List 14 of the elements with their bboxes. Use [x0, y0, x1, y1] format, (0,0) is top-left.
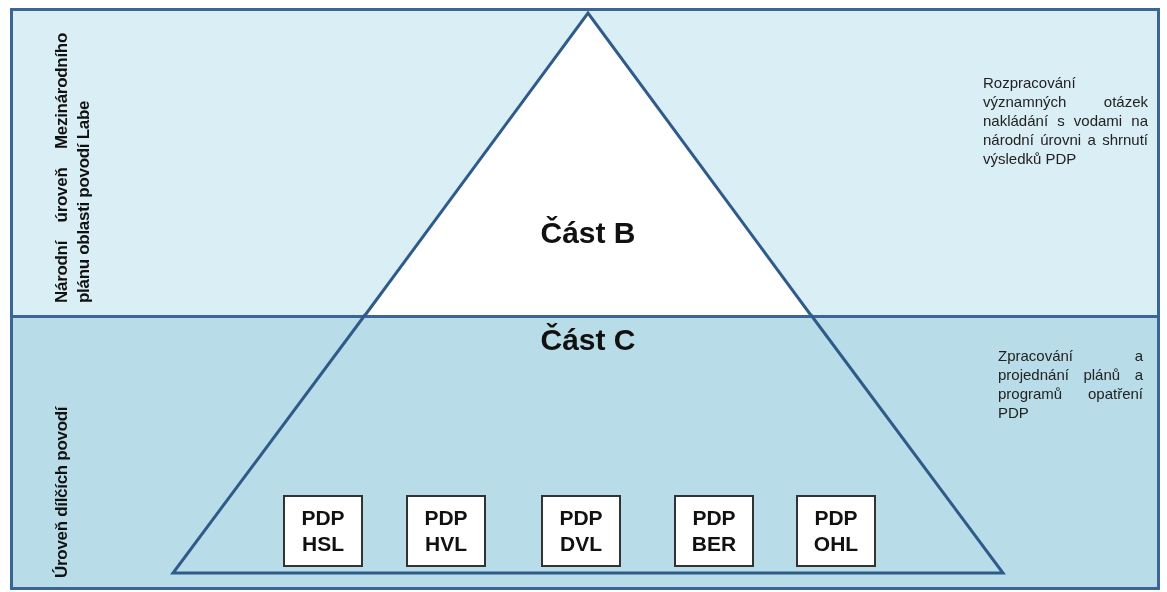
- level-band: [10, 315, 1160, 590]
- level-label: Národní úroveň Mezinárodního plánu oblasti povodí Labe: [51, 33, 94, 303]
- plan-box: PDP HVL: [406, 495, 486, 567]
- description-text: Rozpracování významných otázek nakládání s vodami na národní úrovni a shrnutí výsledků PDP: [983, 73, 1148, 168]
- section-title: Část B: [540, 216, 636, 250]
- triangle-section: [363, 11, 813, 318]
- plan-box: PDP HSL: [283, 495, 363, 567]
- plan-box: PDP OHL: [796, 495, 876, 567]
- section-title: Část C: [540, 323, 636, 357]
- plan-box: PDP BER: [674, 495, 754, 567]
- level-label: Úroveň dílčích povodí: [51, 405, 72, 578]
- level-band: [10, 8, 1160, 318]
- description-text: Zpracování a projednání plánů a programů opatření PDP: [998, 346, 1143, 422]
- plan-box: PDP DVL: [541, 495, 621, 567]
